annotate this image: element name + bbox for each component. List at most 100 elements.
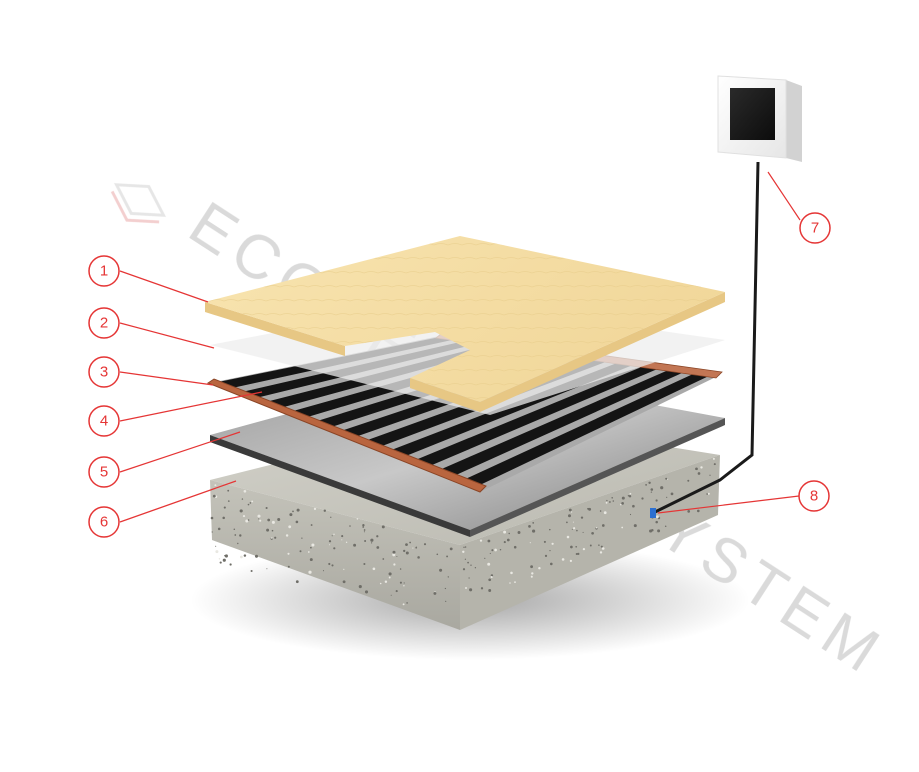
concrete-speck [570, 511, 573, 513]
concrete-speck [299, 550, 302, 553]
concrete-side [460, 455, 720, 630]
concrete-speck [469, 588, 473, 592]
concrete-speck [227, 500, 230, 502]
concrete-speck [603, 511, 607, 515]
concrete-speck [491, 549, 494, 552]
concrete-speck [569, 559, 573, 563]
concrete-speck [566, 521, 568, 524]
concrete-speck [620, 503, 622, 506]
concrete-speck [274, 536, 277, 539]
concrete-speck [295, 580, 299, 584]
concrete-speck [313, 507, 317, 511]
carbon-strip [411, 365, 661, 468]
concrete-speck [517, 531, 521, 534]
concrete-front [210, 480, 460, 630]
concrete-speck [709, 474, 711, 476]
concrete-speck [222, 516, 225, 520]
callouts: 1 2 3 4 5 6 7 [88, 171, 831, 538]
concrete-speck [571, 528, 573, 530]
concrete-speck [589, 544, 592, 547]
watermark-logo-icon [110, 183, 167, 224]
concrete-speck [247, 519, 250, 521]
concrete-speck [227, 489, 230, 492]
wood-floor-cover [205, 236, 725, 412]
concrete-speck [433, 591, 437, 595]
concrete-speck [510, 571, 513, 575]
concrete-speck [328, 540, 332, 543]
concrete-speck [494, 548, 497, 552]
concrete-speck [249, 502, 252, 504]
concrete-speck [655, 515, 659, 519]
callout-7: 7 [767, 171, 831, 244]
callout-3-number: 3 [100, 364, 108, 381]
callout-6-number: 6 [100, 514, 108, 531]
concrete-speck [271, 529, 274, 532]
concrete-speck [462, 568, 466, 571]
insulation-side [470, 418, 725, 537]
concrete-speck [697, 472, 701, 475]
callout-8-number: 8 [810, 488, 818, 505]
thermostat-side [786, 80, 802, 162]
concrete-speck [611, 497, 613, 499]
concrete-speck [322, 570, 325, 572]
concrete-speck [243, 554, 247, 557]
concrete-speck [566, 535, 570, 539]
concrete-speck [395, 590, 398, 593]
concrete-speck [358, 585, 362, 589]
concrete-speck [580, 516, 584, 519]
concrete-speck [379, 582, 382, 585]
concrete-speck [687, 510, 691, 513]
concrete-speck [341, 539, 343, 541]
concrete-speck [233, 528, 236, 530]
concrete-speck [271, 537, 273, 539]
concrete-speck [464, 558, 467, 560]
concrete-speck [601, 547, 605, 550]
concrete-speck [219, 561, 222, 564]
concrete-speck [605, 501, 608, 504]
concrete-speck [706, 493, 709, 495]
concrete-speck [250, 569, 253, 573]
concrete-speck [271, 520, 275, 524]
concrete-speck [629, 513, 632, 516]
thermostat-screen-icon [730, 88, 775, 140]
concrete-speck [224, 554, 228, 558]
callout-2-number: 2 [100, 315, 108, 332]
concrete-speck [508, 532, 510, 535]
concrete-speck [449, 547, 453, 551]
carbon-strip [460, 372, 711, 488]
concrete-speck [490, 575, 493, 579]
concrete-speck [403, 585, 405, 587]
concrete-speck [308, 570, 312, 574]
concrete-speck [259, 519, 262, 522]
concrete-speck [363, 529, 366, 531]
concrete-speck [267, 518, 271, 522]
concrete-speck [664, 525, 667, 528]
concrete-speck [363, 562, 366, 566]
concrete-speck [372, 567, 376, 571]
concrete-speck [311, 543, 315, 547]
concrete-speck [531, 572, 534, 575]
temperature-sensor-icon [650, 508, 656, 518]
concrete-speck [538, 566, 541, 570]
concrete-speck [392, 553, 396, 557]
concrete-speck [544, 554, 548, 558]
concrete-speck [713, 463, 716, 466]
concrete-speck [243, 489, 247, 493]
concrete-speck [572, 521, 574, 523]
concrete-speck [343, 568, 345, 570]
concrete-speck [215, 545, 217, 547]
callout-4-number: 4 [100, 413, 108, 430]
concrete-speck [288, 525, 292, 529]
concrete-speck [330, 516, 332, 518]
concrete-speck [234, 534, 237, 536]
concrete-speck [218, 558, 221, 560]
thermostat-cable [654, 161, 760, 514]
concrete-speck [405, 551, 409, 555]
concrete-speck [549, 562, 553, 566]
concrete-speck [239, 509, 243, 513]
callout-5-number: 5 [100, 464, 108, 481]
concrete-speck [648, 481, 651, 484]
concrete-speck [621, 526, 624, 529]
concrete-speck [399, 581, 402, 584]
